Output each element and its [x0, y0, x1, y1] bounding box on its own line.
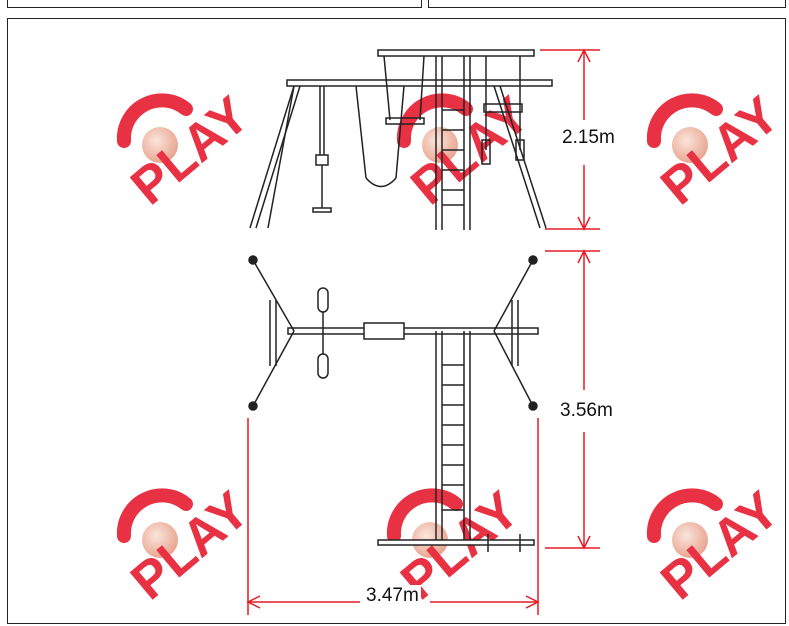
depth-dimension-label: 3.56m [558, 400, 615, 422]
watermark-logo [650, 481, 789, 612]
height-dimension-label: 2.15m [560, 127, 617, 149]
watermark-logo [120, 86, 260, 217]
top-panel-left-border [7, 0, 422, 8]
top-panel-right-border [428, 0, 786, 8]
front-elevation [249, 49, 553, 230]
watermark-logo [120, 481, 260, 612]
drawing-frame [7, 18, 786, 624]
plan-view [248, 255, 539, 552]
watermark-logo [650, 86, 789, 217]
dimension-lines [246, 48, 600, 615]
watermark-layer [120, 86, 789, 612]
width-dimension-label: 3.47m [364, 585, 421, 607]
